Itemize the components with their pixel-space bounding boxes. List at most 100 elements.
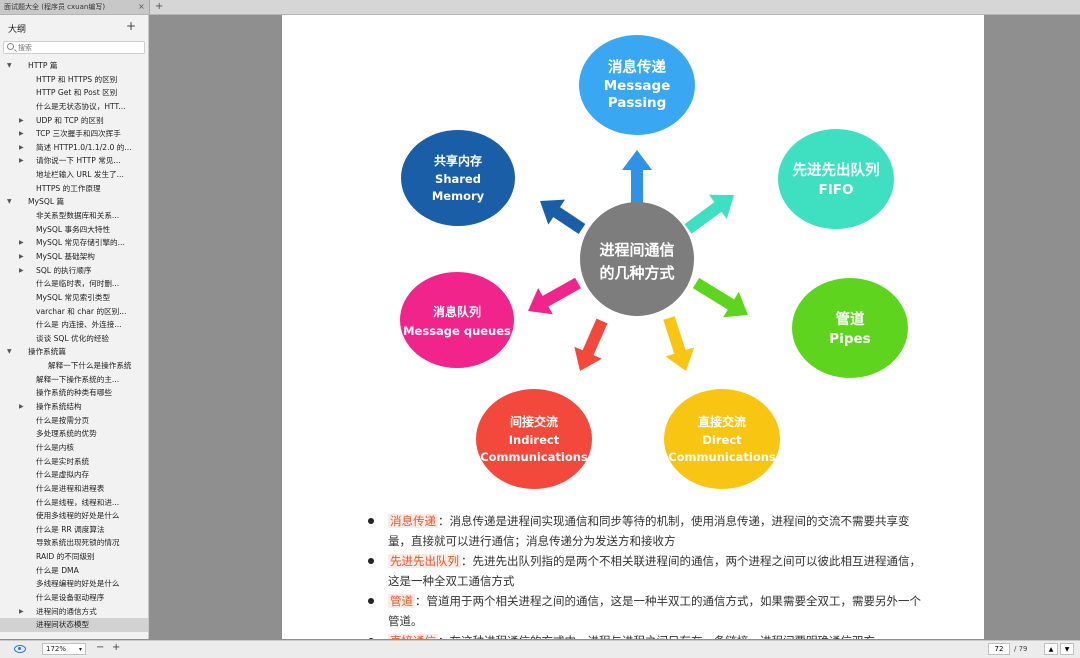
- outline-item[interactable]: ▶ TCP 三次握手和四次挥手: [0, 127, 148, 141]
- outline-item[interactable]: ▶ 请你说一下 HTTP 常见...: [0, 154, 148, 168]
- outline-item[interactable]: 什么是进程和进程表: [0, 482, 148, 496]
- outline-item[interactable]: 什么是虚拟内存: [0, 468, 148, 482]
- bullet-list: 消息传递：消息传递是进程间实现通信和同步等待的机制，使用消息传递，进程间的交流不…: [368, 511, 928, 639]
- outline-item[interactable]: 什么是 DMA: [0, 564, 148, 578]
- expanded-arrow-icon[interactable]: ▼: [7, 348, 12, 356]
- outline-item[interactable]: 导致系统出现死锁的情况: [0, 536, 148, 550]
- outline-item[interactable]: 多处理系统的优势: [0, 427, 148, 441]
- page-number-input[interactable]: 72: [988, 643, 1010, 655]
- bullet-item: 直接通信：在这种进程通信的方式中，进程与进程之间只存在一条链接，进程间要明确通信…: [368, 631, 928, 639]
- eye-icon[interactable]: [14, 645, 26, 653]
- bullet-item: 先进先出队列：先进先出队列指的是两个不相关联进程间的通信，两个进程之间可以彼此相…: [368, 551, 928, 591]
- document-tab[interactable]: 面试题大全 (程序员 cxuan编写) ×: [0, 0, 150, 14]
- outline-item-label: 进程间状态模型: [36, 620, 90, 630]
- outline-item-label: 操作系统篇: [28, 347, 66, 357]
- next-page-button[interactable]: ▼: [1060, 643, 1074, 655]
- outline-item[interactable]: 谈谈 SQL 优化的经验: [0, 332, 148, 346]
- outline-item[interactable]: 什么是按需分页: [0, 414, 148, 428]
- outline-item-label: HTTP 篇: [28, 61, 58, 70]
- outline-item-label: 使用多线程的好处是什么: [36, 511, 120, 521]
- outline-item-label: 什么是临时表，何时删...: [36, 279, 120, 289]
- arrow-icon: [692, 277, 748, 318]
- outline-item[interactable]: 解释一下什么是操作系统: [0, 359, 148, 373]
- outline-item[interactable]: 什么是实时系统: [0, 455, 148, 469]
- outline-item[interactable]: 多线程编程的好处是什么: [0, 577, 148, 591]
- collapsed-arrow-icon[interactable]: ▶: [19, 143, 24, 151]
- expanded-arrow-icon[interactable]: ▼: [7, 62, 12, 69]
- expanded-arrow-icon[interactable]: ▼: [7, 198, 12, 206]
- outline-item[interactable]: RAID 的不同级别: [0, 550, 148, 564]
- outline-item[interactable]: HTTP Get 和 Post 区别: [0, 86, 148, 100]
- outline-item-label: 进程间的通信方式: [36, 606, 97, 616]
- zoom-value: 172%: [46, 645, 67, 653]
- arrow-icon: [528, 277, 581, 315]
- indirect-communications-label: Indirect: [509, 433, 560, 447]
- zoom-in-button[interactable]: +: [112, 642, 121, 653]
- outline-item-label: 什么是线程，线程和进...: [36, 497, 120, 507]
- outline-item[interactable]: MySQL 事务四大特性: [0, 223, 148, 237]
- outline-item-label: 导致系统出现死锁的情况: [36, 538, 120, 548]
- outline-item[interactable]: 操作系统的种类有哪些: [0, 386, 148, 400]
- outline-item-label: 什么是实时系统: [36, 456, 90, 466]
- collapsed-arrow-icon[interactable]: ▶: [19, 239, 24, 247]
- collapsed-arrow-icon[interactable]: ▶: [19, 266, 24, 274]
- collapsed-arrow-icon[interactable]: ▶: [19, 252, 24, 260]
- outline-item-label: 请你说一下 HTTP 常见...: [36, 156, 121, 166]
- outline-item[interactable]: varchar 和 char 的区别...: [0, 305, 148, 319]
- outline-title: 大纲: [8, 25, 27, 35]
- pipes-label: Pipes: [829, 331, 870, 347]
- outline-item[interactable]: ▶ 进程间的通信方式: [0, 605, 148, 619]
- outline-item[interactable]: 什么是临时表，何时删...: [0, 277, 148, 291]
- direct-communications-node: [664, 389, 780, 489]
- outline-item-label: 什么是按需分页: [36, 415, 90, 425]
- outline-item[interactable]: ▼ MySQL 篇: [0, 195, 148, 209]
- outline-item[interactable]: 什么是 RR 调度算法: [0, 523, 148, 537]
- collapsed-arrow-icon[interactable]: ▶: [19, 607, 24, 615]
- outline-search: [3, 41, 145, 54]
- outline-item[interactable]: ▶MySQL 基础架构: [0, 250, 148, 264]
- outline-item-label: 解释一下什么是操作系统: [48, 361, 132, 371]
- outline-item[interactable]: 进程间状态模型: [0, 618, 148, 632]
- shared-memory-node: [401, 130, 515, 226]
- outline-item-label: TCP 三次握手和四次挥手: [36, 129, 121, 139]
- add-outline-button[interactable]: +: [126, 19, 137, 33]
- outline-item-label: HTTP Get 和 Post 区别: [36, 88, 118, 98]
- outline-item[interactable]: ▶SQL 的执行顺序: [0, 264, 148, 278]
- outline-item[interactable]: HTTPS 的工作原理: [0, 182, 148, 196]
- close-icon[interactable]: ×: [138, 2, 145, 11]
- collapsed-arrow-icon[interactable]: ▶: [19, 130, 24, 138]
- search-input[interactable]: [18, 42, 138, 53]
- outline-item[interactable]: 什么是线程，线程和进...: [0, 496, 148, 510]
- outline-item[interactable]: 地址栏输入 URL 发生了...: [0, 168, 148, 182]
- collapsed-arrow-icon[interactable]: ▶: [19, 403, 24, 411]
- outline-item[interactable]: ▶MySQL 常见存储引擎的...: [0, 236, 148, 250]
- outline-item[interactable]: 使用多线程的好处是什么: [0, 509, 148, 523]
- collapsed-arrow-icon[interactable]: ▶: [19, 116, 24, 124]
- zoom-select[interactable]: 172% ▾: [42, 643, 86, 655]
- tab-bar: 面试题大全 (程序员 cxuan编写) × +: [0, 0, 1080, 15]
- collapsed-arrow-icon[interactable]: ▶: [19, 157, 24, 165]
- outline-sidebar: 大纲 + ▼ HTTP 篇 HTTP 和 HTTPS 的区别 HTTP Get 和 P…: [0, 15, 149, 639]
- outline-item[interactable]: ▶操作系统结构: [0, 400, 148, 414]
- outline-item[interactable]: MySQL 常见索引类型: [0, 291, 148, 305]
- outline-item[interactable]: HTTP 和 HTTPS 的区别: [0, 73, 148, 87]
- zoom-out-button[interactable]: −: [96, 642, 105, 653]
- outline-item-label: MySQL 常见索引类型: [36, 292, 111, 302]
- outline-item-label: MySQL 篇: [28, 197, 65, 207]
- outline-item[interactable]: 什么是内核: [0, 441, 148, 455]
- outline-item[interactable]: 什么是无状态协议，HTT...: [0, 100, 148, 114]
- message-passing-label: Message: [604, 78, 671, 94]
- outline-item[interactable]: ▼ 操作系统篇: [0, 345, 148, 359]
- outline-item[interactable]: ▶简述 HTTP1.0/1.1/2.0 的...: [0, 141, 148, 155]
- outline-item[interactable]: ▼ HTTP 篇: [0, 59, 148, 73]
- outline-item-label: HTTP 和 HTTPS 的区别: [36, 74, 118, 84]
- outline-item[interactable]: 什么是设备驱动程序: [0, 591, 148, 605]
- outline-item[interactable]: ▶UDP 和 TCP 的区别: [0, 114, 148, 128]
- outline-item[interactable]: 解释一下操作系统的主...: [0, 373, 148, 387]
- previous-page-button[interactable]: ▲: [1044, 643, 1058, 655]
- outline-item[interactable]: 非关系型数据库和关系...: [0, 209, 148, 223]
- outline-item[interactable]: 什么是 内连接、外连接...: [0, 318, 148, 332]
- new-tab-button[interactable]: +: [155, 1, 164, 12]
- message-queues-label: 消息队列: [433, 304, 481, 319]
